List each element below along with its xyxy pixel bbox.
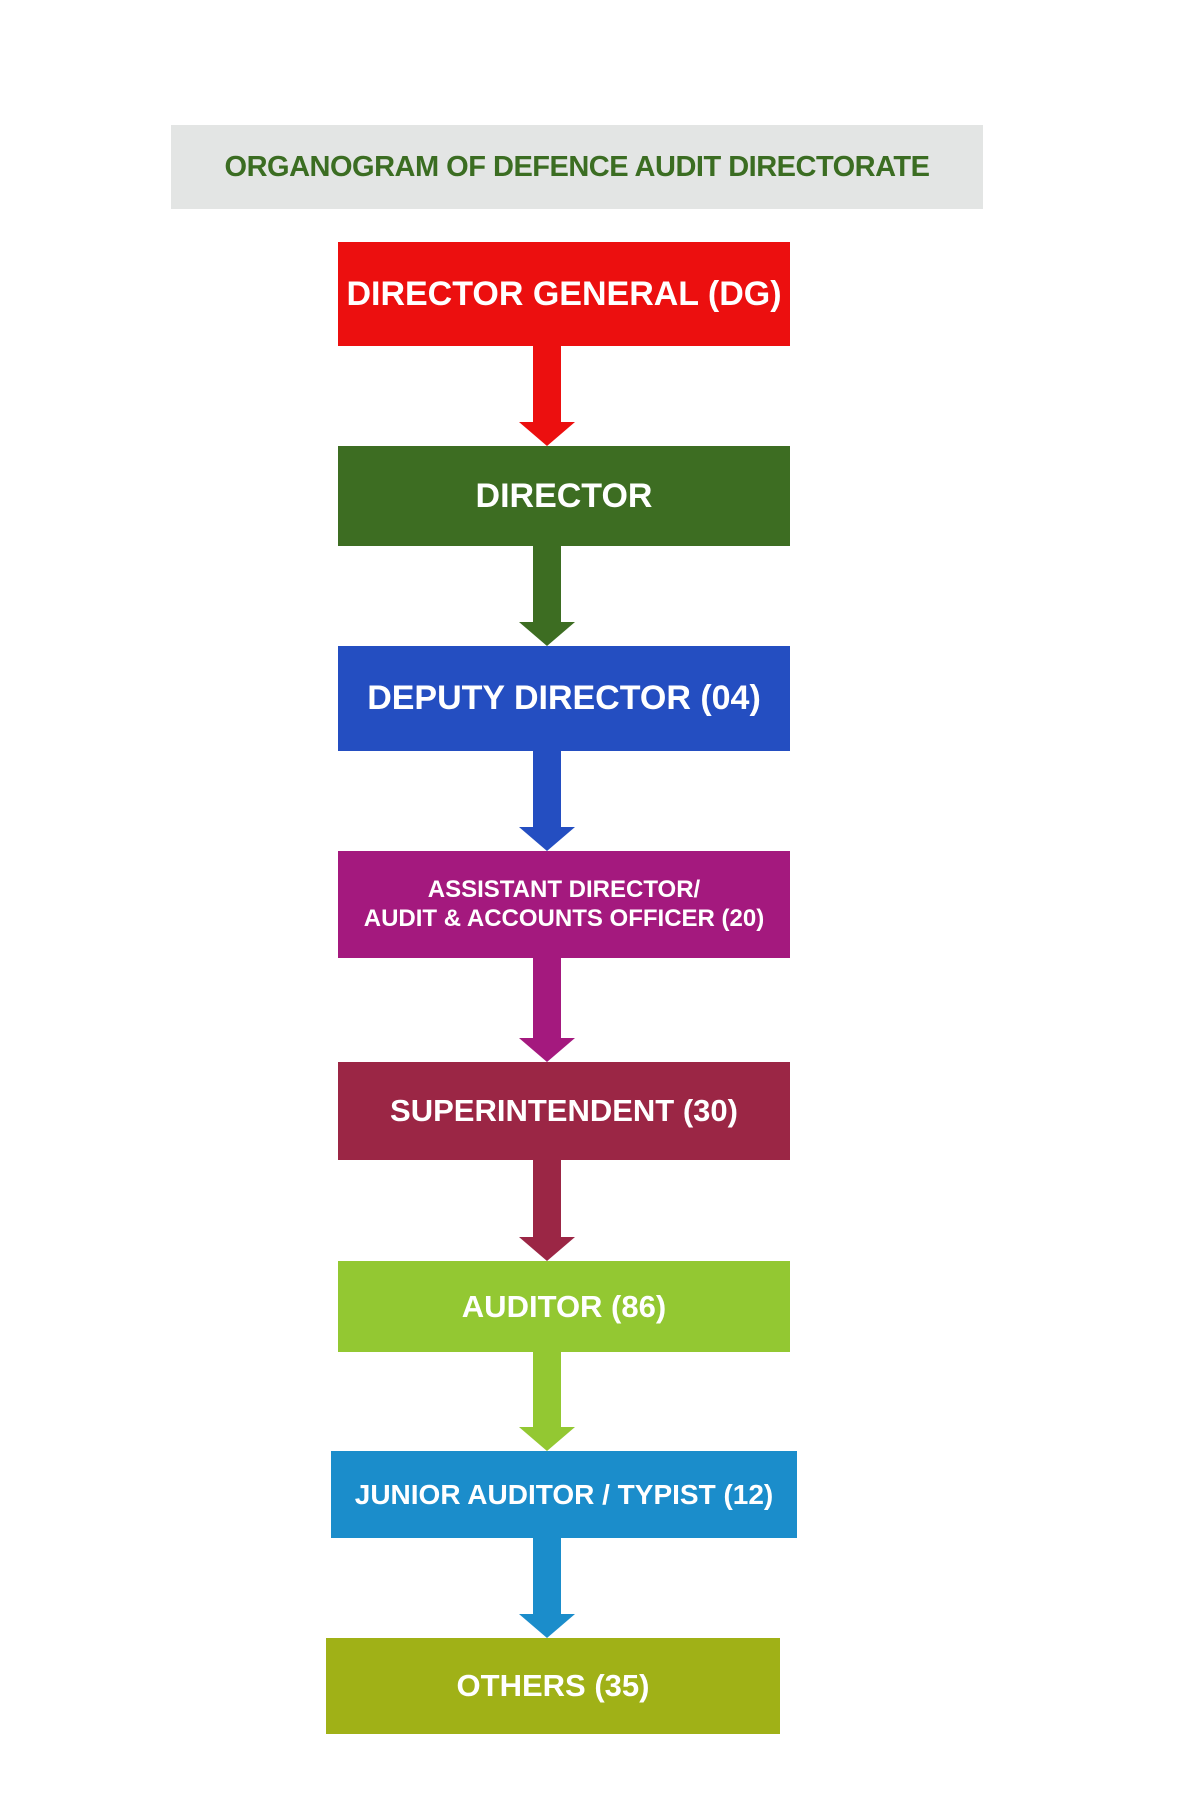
arrow-dg-to-director [519, 346, 575, 446]
node-label: ASSISTANT DIRECTOR/ AUDIT & ACCOUNTS OFF… [364, 876, 764, 934]
arrow-shaft [533, 1538, 561, 1614]
node-assistant-director: ASSISTANT DIRECTOR/ AUDIT & ACCOUNTS OFF… [338, 851, 790, 958]
arrow-auditor-to-junior [519, 1352, 575, 1451]
node-label-line-1: ASSISTANT DIRECTOR/ [427, 875, 701, 903]
arrow-shaft [533, 1352, 561, 1427]
node-label: OTHERS (35) [456, 1668, 650, 1704]
arrow-shaft [533, 751, 561, 827]
node-label-line-2: AUDIT & ACCOUNTS OFFICER (20) [363, 904, 765, 932]
arrow-shaft [533, 958, 561, 1038]
node-auditor: AUDITOR (86) [338, 1261, 790, 1352]
arrow-shaft [533, 1160, 561, 1237]
arrow-junior-to-others [519, 1538, 575, 1638]
arrow-director-to-deputy [519, 546, 575, 646]
arrow-shaft [533, 546, 561, 622]
arrow-head [519, 1427, 575, 1451]
node-label: AUDITOR (86) [461, 1288, 667, 1324]
node-junior-auditor-typist: JUNIOR AUDITOR / TYPIST (12) [331, 1451, 797, 1538]
arrow-deputy-to-assistant [519, 751, 575, 851]
page-title: ORGANOGRAM OF DEFENCE AUDIT DIRECTORATE [224, 150, 930, 183]
title-banner: ORGANOGRAM OF DEFENCE AUDIT DIRECTORATE [171, 125, 983, 209]
arrow-head [519, 1038, 575, 1062]
arrow-head [519, 827, 575, 851]
node-director: DIRECTOR [338, 446, 790, 546]
node-deputy-director: DEPUTY DIRECTOR (04) [338, 646, 790, 751]
node-director-general: DIRECTOR GENERAL (DG) [338, 242, 790, 346]
node-label: DIRECTOR [475, 476, 653, 515]
arrow-superintendent-to-auditor [519, 1160, 575, 1261]
arrow-shaft [533, 346, 561, 422]
arrow-head [519, 422, 575, 446]
node-label: DIRECTOR GENERAL (DG) [346, 274, 782, 313]
arrow-assistant-to-superintendent [519, 958, 575, 1062]
node-others: OTHERS (35) [326, 1638, 780, 1734]
node-label: SUPERINTENDENT (30) [390, 1093, 738, 1129]
arrow-head [519, 622, 575, 646]
arrow-head [519, 1237, 575, 1261]
arrow-head [519, 1614, 575, 1638]
node-label: JUNIOR AUDITOR / TYPIST (12) [354, 1478, 774, 1510]
node-superintendent: SUPERINTENDENT (30) [338, 1062, 790, 1160]
node-label: DEPUTY DIRECTOR (04) [367, 679, 761, 718]
